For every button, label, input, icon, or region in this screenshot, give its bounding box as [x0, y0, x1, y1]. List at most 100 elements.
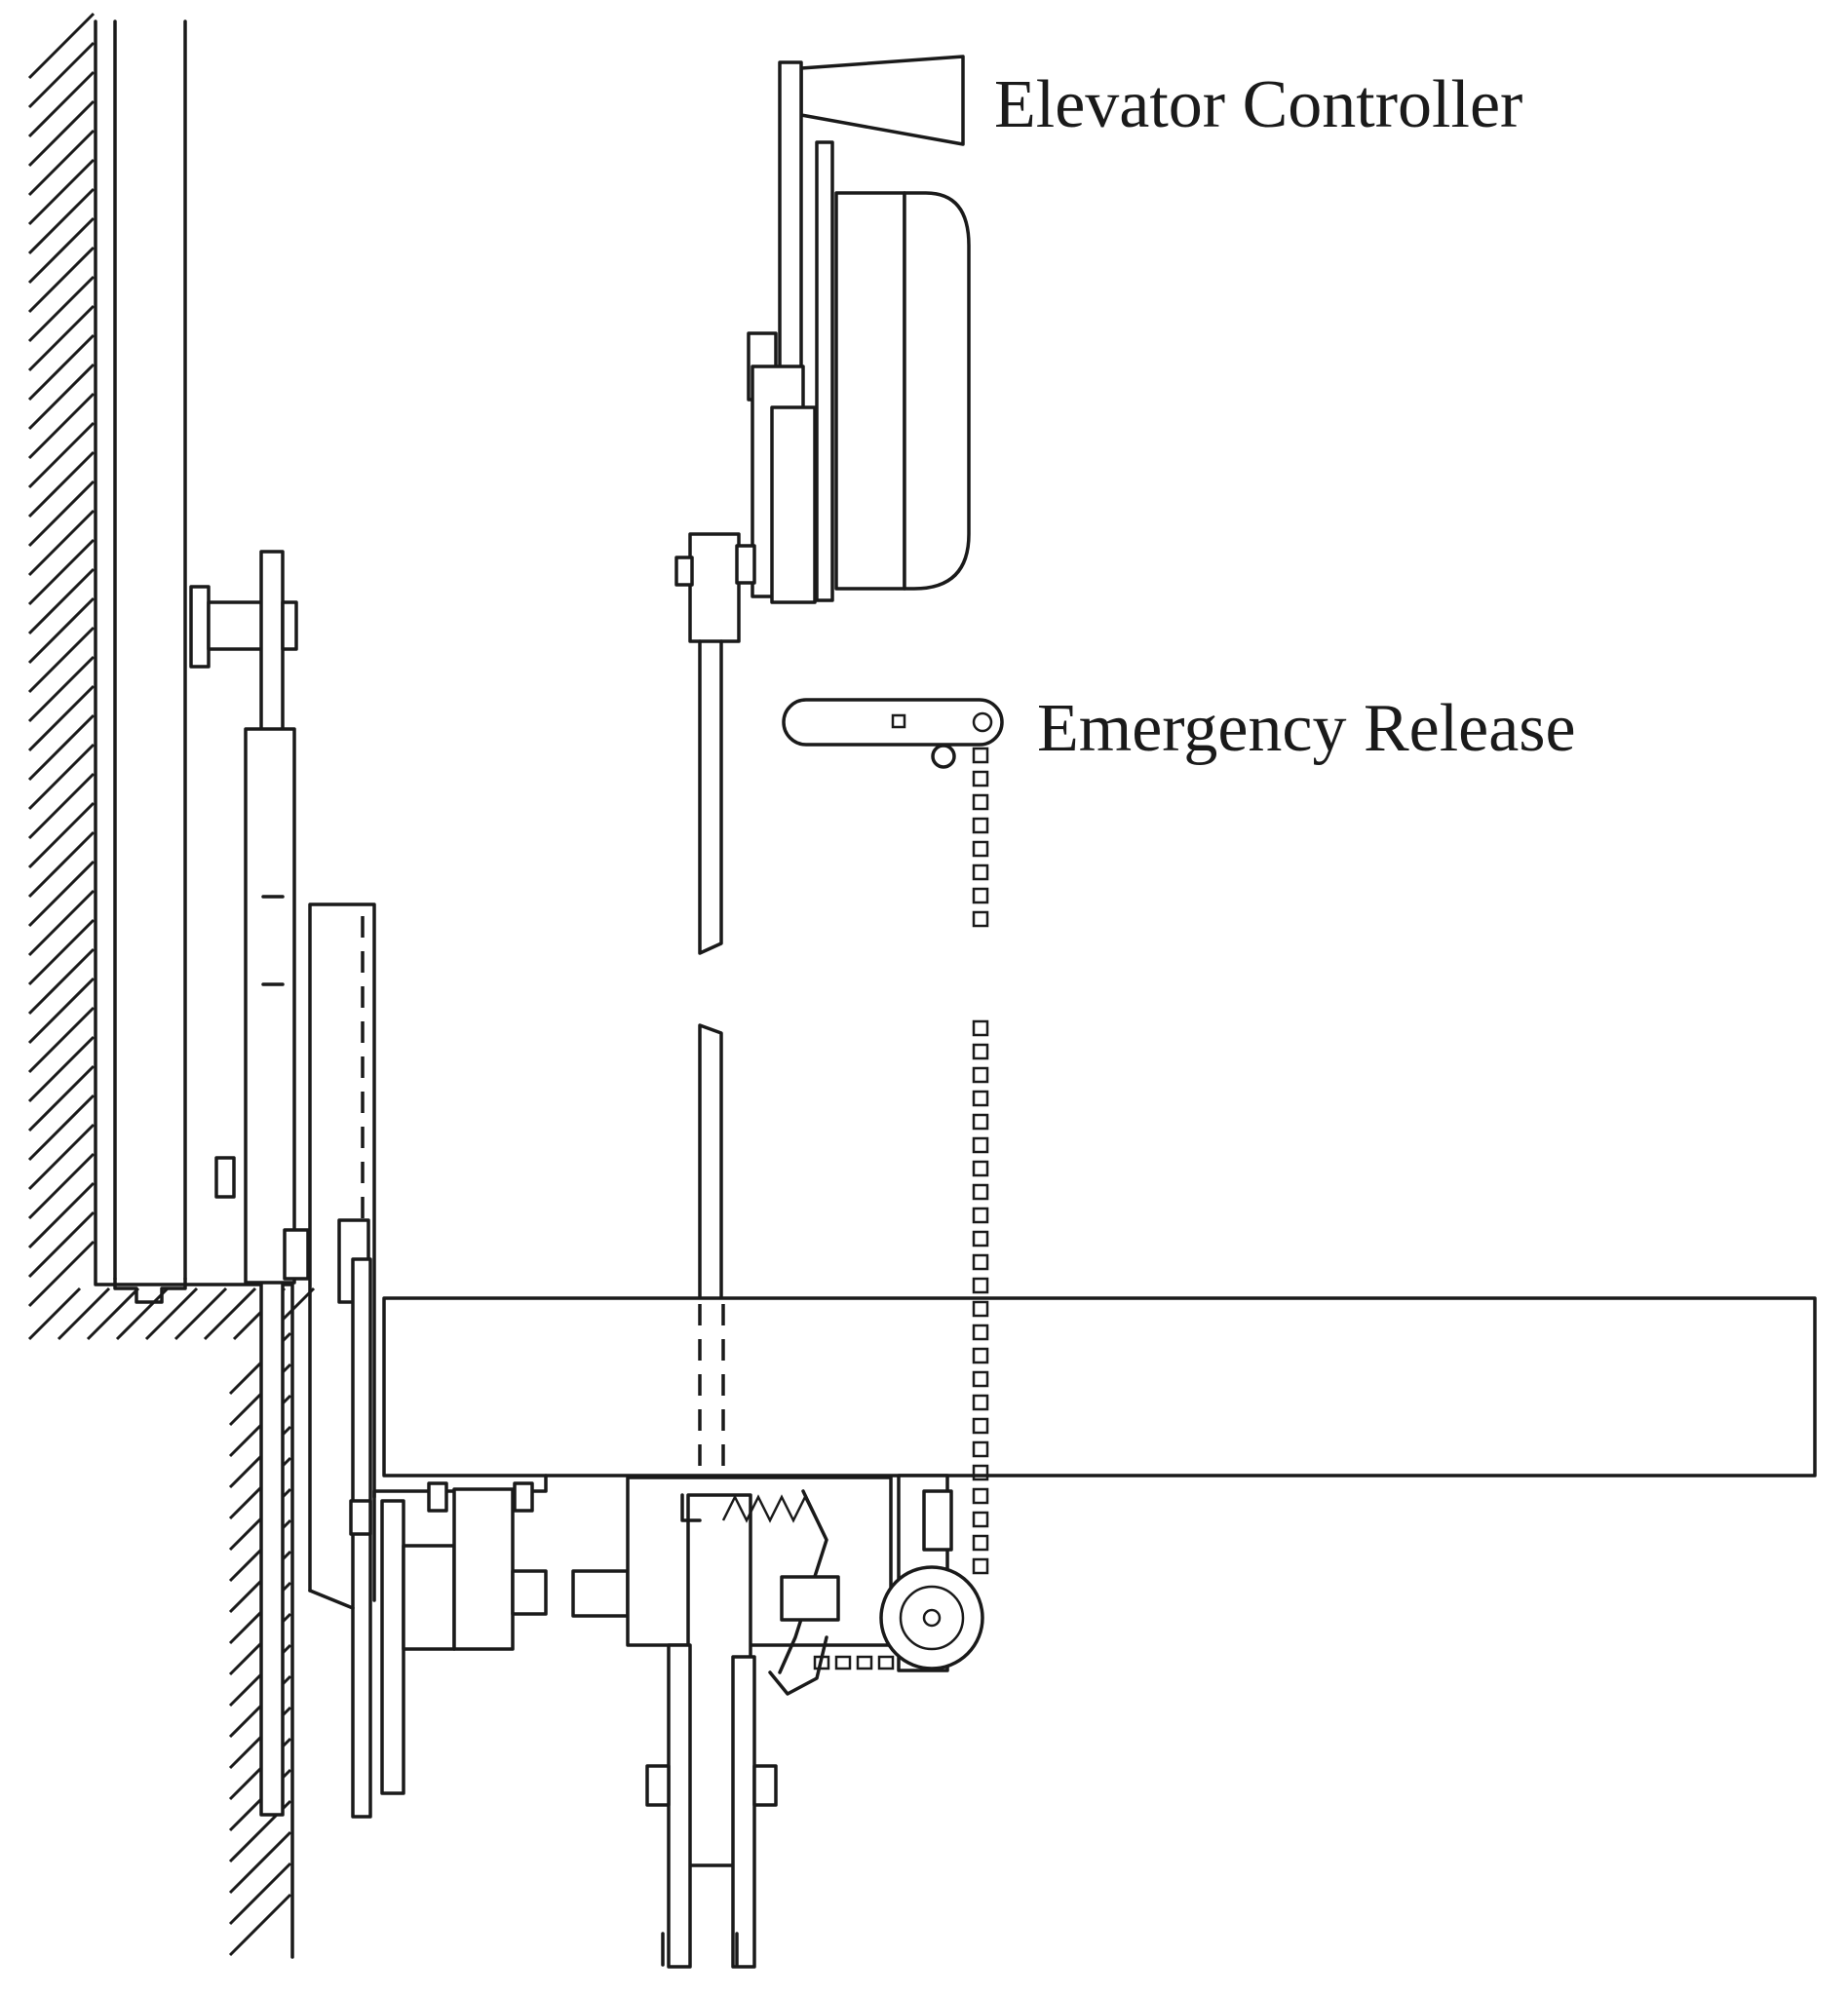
hatch-line [228, 1830, 292, 1895]
chain-link [972, 1253, 989, 1271]
hatch-line [27, 1035, 96, 1103]
hatch-line [27, 596, 96, 665]
chain-link [972, 1136, 989, 1154]
chain-link [972, 747, 989, 764]
hatch-line [228, 1862, 292, 1926]
hatch-line [144, 1286, 199, 1341]
chain-link [972, 793, 989, 811]
chain-link [972, 1113, 989, 1131]
hatch-line [27, 275, 96, 343]
chain-link [972, 1324, 989, 1341]
hatch-line [27, 567, 96, 635]
hatch-line [27, 1210, 96, 1279]
hatch-line [27, 304, 96, 372]
chain-link [972, 1487, 989, 1505]
chain-link [972, 840, 989, 858]
hatch-line [27, 772, 96, 840]
hatch-line [203, 1286, 257, 1341]
hatch-line [27, 538, 96, 606]
hatch-line [27, 1240, 96, 1308]
hatch-line [27, 480, 96, 548]
hatch-line [57, 1286, 111, 1341]
hatch-line [27, 509, 96, 577]
hatch-line [27, 1181, 96, 1249]
hatch-line [27, 977, 96, 1045]
release-chain [813, 747, 989, 1670]
hatch-line [27, 626, 96, 694]
hatch-line [27, 41, 96, 109]
chain-link [972, 1183, 989, 1201]
hatch-line [228, 1893, 292, 1957]
chain-link [972, 770, 989, 787]
hatch-line [27, 187, 96, 255]
chain-link [834, 1655, 852, 1670]
chain-link [972, 1160, 989, 1177]
chain-link [972, 1464, 989, 1481]
hatch-line [27, 158, 96, 226]
chain-link [972, 1277, 989, 1294]
hatch-line [27, 246, 96, 314]
hatch-line [86, 1286, 140, 1341]
chain-link [856, 1655, 873, 1670]
chain-link [972, 1440, 989, 1458]
hatch-line [27, 12, 96, 80]
chain-link [972, 1043, 989, 1060]
sill-beam [382, 1296, 1817, 1478]
controller-label: Elevator Controller [994, 67, 1522, 142]
chain-link [972, 1370, 989, 1388]
hatch-line [27, 655, 96, 723]
door-panel [308, 902, 376, 1819]
release-label: Emergency Release [1037, 691, 1576, 766]
hatch-line [173, 1286, 228, 1341]
hatch-line [27, 1064, 96, 1132]
chain-link [972, 1347, 989, 1364]
chain-link [972, 1090, 989, 1107]
emergency-release-handle [782, 698, 1004, 769]
hatch-line [27, 450, 96, 518]
chain-link [972, 864, 989, 881]
hatch-line [27, 216, 96, 285]
chain-link [972, 1394, 989, 1411]
hatch-line [27, 333, 96, 402]
hatch-line [27, 1006, 96, 1074]
chain-link [813, 1655, 830, 1670]
hatch-line [27, 860, 96, 928]
chain-link [972, 910, 989, 928]
elevator-controller [674, 55, 971, 643]
hatch-line [27, 889, 96, 957]
chain-link [972, 1557, 989, 1575]
chain-link [972, 1019, 989, 1037]
hatch-line [115, 1286, 170, 1341]
wall-outline [94, 19, 294, 1959]
hatch-line [27, 918, 96, 986]
chain-link [972, 887, 989, 904]
chain-link [972, 1534, 989, 1552]
hatch-line [27, 1123, 96, 1191]
upper-bracket [189, 550, 310, 1817]
chain-link [972, 1300, 989, 1318]
lower-mechanism [349, 1474, 984, 1969]
chain-link [972, 1066, 989, 1084]
hatch-line [27, 1152, 96, 1220]
hatch-line [27, 70, 96, 138]
drop-rod [698, 639, 723, 1298]
hatch-line [27, 743, 96, 811]
hatch-line [27, 801, 96, 869]
chain-link [972, 1417, 989, 1435]
hatch-line [27, 1286, 82, 1341]
chain-link [972, 817, 989, 834]
chain-link [972, 1207, 989, 1224]
guide-rail [113, 19, 187, 1304]
hatch-line [27, 363, 96, 431]
hatch-line [27, 392, 96, 460]
hatch-line [27, 129, 96, 197]
hatch-line [27, 1094, 96, 1162]
hatch-line [27, 421, 96, 489]
wall-hatching [27, 12, 316, 1957]
chain-link [972, 1511, 989, 1528]
chain-link [877, 1655, 895, 1670]
hatch-line [27, 713, 96, 782]
hatch-line [27, 684, 96, 752]
hatch-line [27, 830, 96, 899]
